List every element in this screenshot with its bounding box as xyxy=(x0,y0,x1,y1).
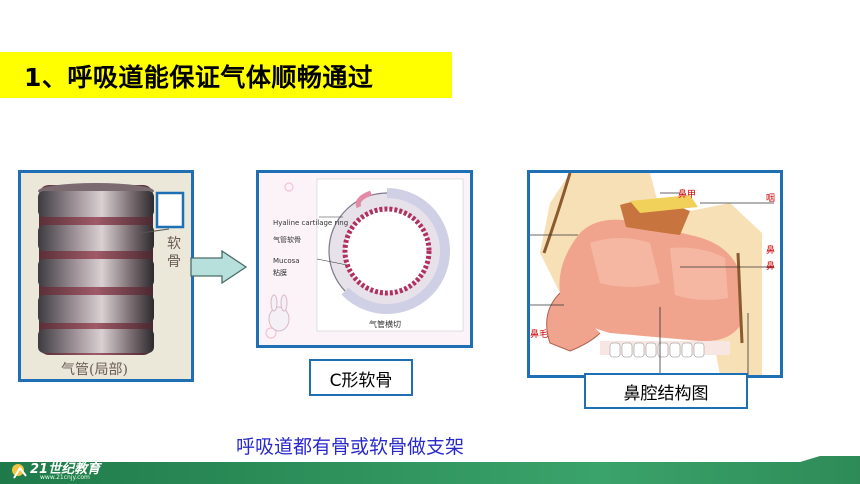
pharynx-label: 咽 xyxy=(766,194,776,204)
cross-section-illustration xyxy=(259,173,470,345)
nasal-caption-box xyxy=(584,373,748,409)
ring-label-cn: 气管软骨 xyxy=(273,236,301,244)
nose-label-b: 鼻 xyxy=(766,262,776,272)
c-cartilage-caption: C形软骨 xyxy=(329,371,393,391)
cross-section-caption: 气管横切 xyxy=(369,320,401,329)
trachea-caption: 气管(局部) xyxy=(61,362,128,378)
mucosa-label-cn: 粘膜 xyxy=(273,269,287,277)
c-cartilage-caption-box xyxy=(309,359,413,396)
arrow-right-icon xyxy=(190,250,248,284)
nasal-cavity-illustration xyxy=(530,173,780,375)
summary-text: 呼吸道都有骨或软骨做支架 xyxy=(236,436,465,458)
nose-hair-label: 鼻毛 xyxy=(530,330,549,340)
nasal-cavity-panel: 鼻甲 咽 鼻 鼻 鼻毛 xyxy=(527,170,783,378)
nose-label-a: 鼻 xyxy=(766,246,776,256)
ring-label-en: Hyaline cartilage ring xyxy=(273,219,349,227)
footer-bar xyxy=(0,456,860,484)
concha-label: 鼻甲 xyxy=(678,190,697,200)
cross-section-panel: Hyaline cartilage ring 气管软骨 Mucosa 粘膜 气管… xyxy=(256,170,473,348)
trachea-photo-panel: 软骨 气管(局部) xyxy=(18,170,194,382)
title-highlight xyxy=(0,52,452,98)
cartilage-label: 软骨 xyxy=(167,236,181,270)
page-title: 1、呼吸道能保证气体顺畅通过 xyxy=(24,63,374,92)
footer-url: www.21cnjy.com xyxy=(40,474,90,481)
footer-brand: 21世纪教育 xyxy=(30,462,101,477)
nasal-caption: 鼻腔结构图 xyxy=(623,384,709,404)
trachea-illustration xyxy=(21,173,191,379)
mucosa-label-en: Mucosa xyxy=(273,257,300,265)
